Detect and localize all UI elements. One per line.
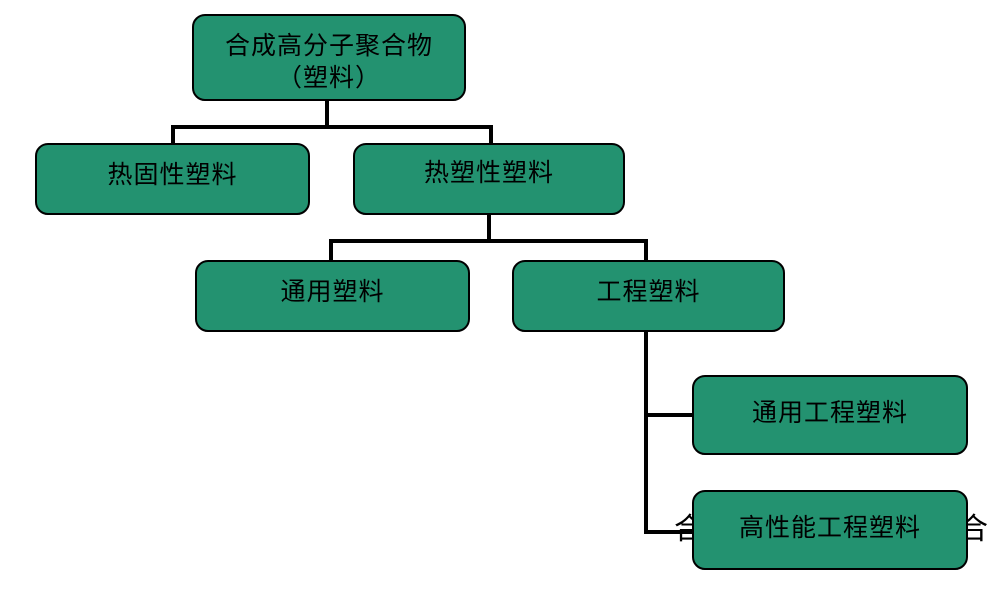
connector-high-perf-eng-branch [644,530,696,534]
connector-thermoset-drop [171,125,175,145]
node-general-purpose-plastics[interactable]: 通用塑料 [195,260,470,332]
node-label: 通用塑料 [280,277,385,306]
node-general-engineering-plastics[interactable]: 通用工程塑料 [692,375,968,455]
connector-level3-bar [329,239,648,243]
node-engineering-plastics[interactable]: 工程塑料 [512,260,785,332]
node-thermosetting-plastics[interactable]: 热固性塑料 [35,143,310,215]
connector-general-drop [329,239,333,261]
node-label: 热固性塑料 [107,160,238,189]
node-label: 工程塑料 [596,277,701,306]
connector-general-eng-branch [644,413,696,417]
connector-engineering-drop [644,239,648,261]
node-synthetic-polymer-plastics[interactable]: 合成高分子聚合物 （塑料） [192,14,466,101]
node-label: 通用工程塑料 [751,398,908,427]
node-high-performance-engineering-plastics[interactable]: 高性能工程塑料 [692,490,968,570]
node-label: 合成高分子聚合物 （塑料） [224,31,433,92]
node-label: 高性能工程塑料 [738,513,921,542]
connector-engineering-spine [644,332,648,534]
connector-level2-bar [171,125,493,129]
node-label: 热塑性塑料 [423,158,554,187]
connector-thermoplastic-drop [489,125,493,145]
connector-root-stem [325,101,329,128]
node-thermoplastic-plastics[interactable]: 热塑性塑料 [353,143,625,215]
connector-thermoplastic-stem [487,215,491,242]
